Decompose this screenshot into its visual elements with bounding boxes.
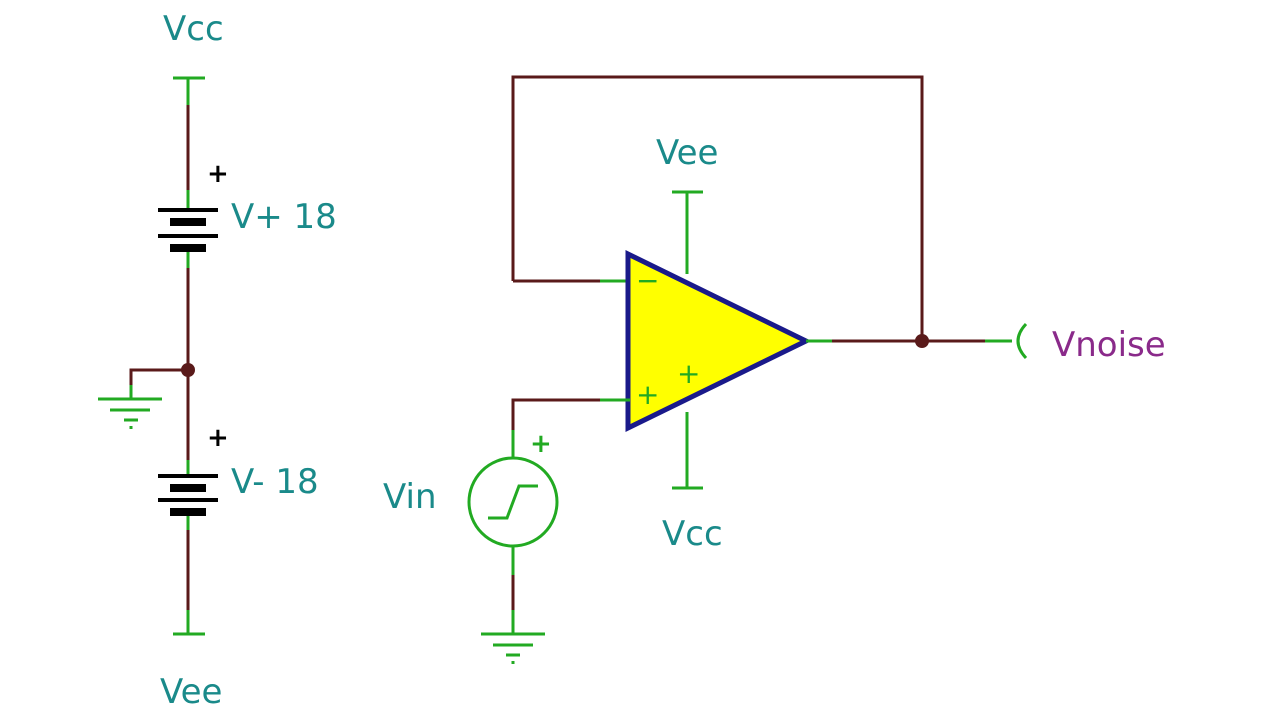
vminus-label: V- 18 xyxy=(231,462,319,502)
vee-bottom-label: Vee xyxy=(160,672,222,712)
ground-symbol-source xyxy=(481,610,545,664)
opamp-inverting-sign: − xyxy=(636,264,659,297)
vplus-polarity: + xyxy=(207,159,229,189)
step-waveform-icon xyxy=(488,484,538,520)
vee-opamp-label: Vee xyxy=(656,133,718,173)
vcc-opamp-label: Vcc xyxy=(662,514,723,554)
vin-label: Vin xyxy=(383,477,437,517)
vnoise-output-terminal xyxy=(1016,322,1028,360)
vin-polarity: + xyxy=(530,429,552,459)
opamp-plus-sign: + xyxy=(677,357,700,390)
vplus-label: V+ 18 xyxy=(231,197,337,237)
vnoise-label: Vnoise xyxy=(1052,325,1166,365)
vminus-polarity: + xyxy=(207,423,229,453)
battery-v-minus xyxy=(158,474,218,516)
vin-signal-source xyxy=(467,456,559,548)
vcc-top-label: Vcc xyxy=(163,9,224,49)
opamp-triangle xyxy=(625,249,812,433)
ground-symbol-left xyxy=(98,385,162,429)
opamp-noninverting-sign: + xyxy=(636,378,659,411)
feedback-wire xyxy=(511,75,924,341)
battery-v-plus xyxy=(158,208,218,252)
output-junction-node xyxy=(915,334,929,348)
power-supply-stack xyxy=(98,76,218,636)
